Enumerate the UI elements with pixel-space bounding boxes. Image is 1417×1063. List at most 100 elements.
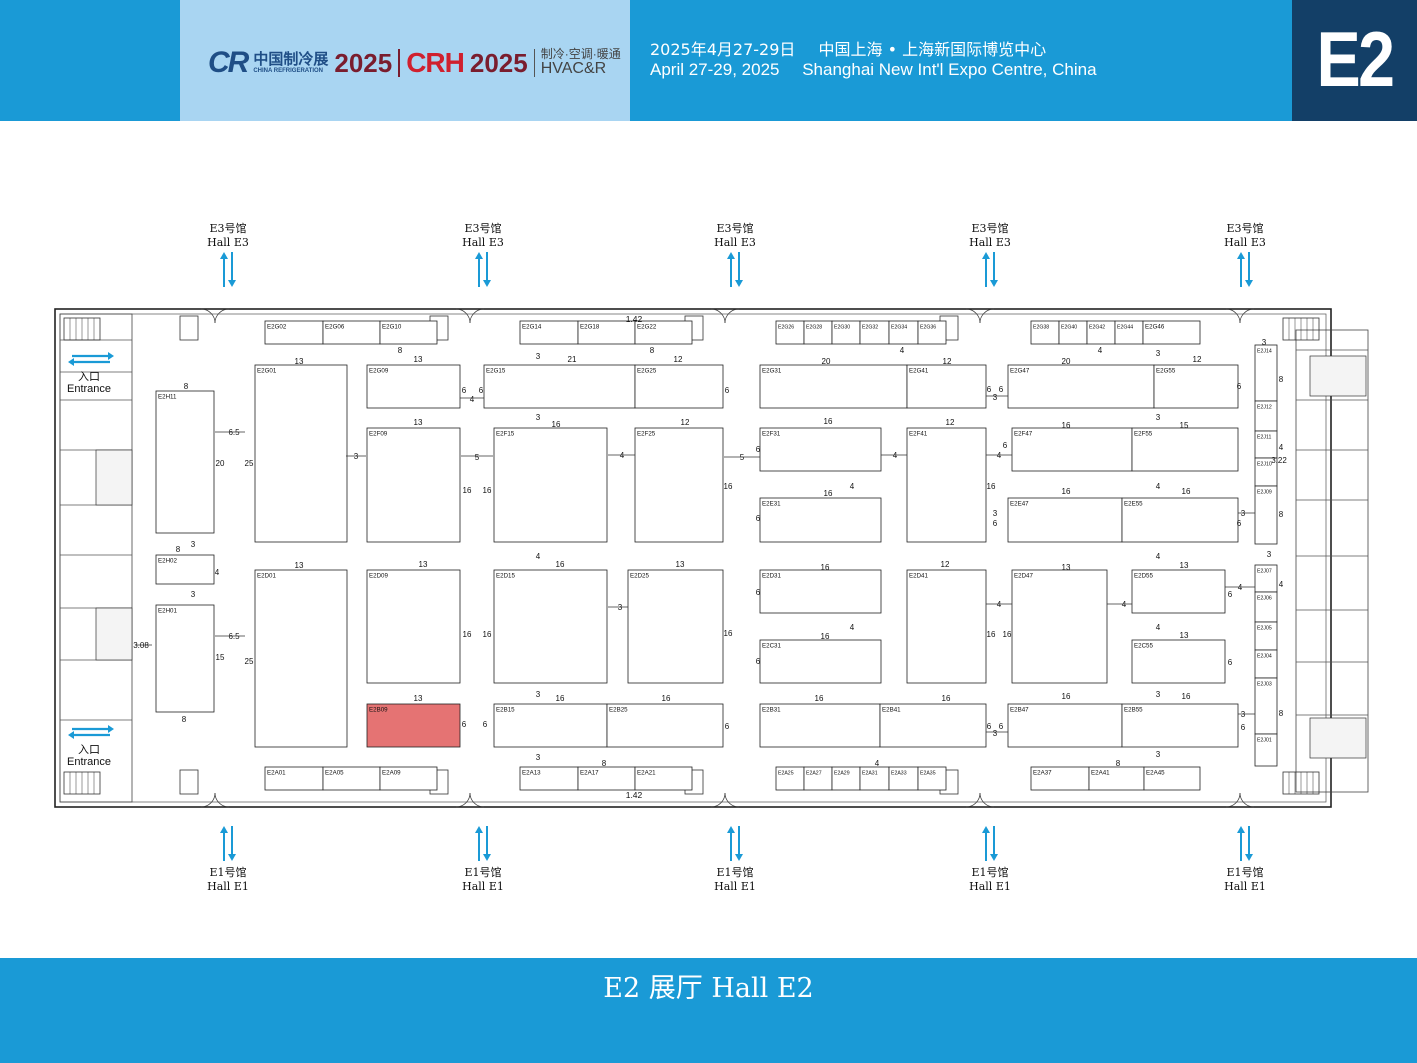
dim-label-22: 6 [479,386,484,395]
booth-e2e55: E2E55 [1121,497,1239,543]
dim-label-65: 6 [756,588,761,597]
dim-label-93: 4 [1156,482,1161,491]
dim-label-23: 4 [470,395,475,404]
link-bottom-cn: E1号馆 [464,865,501,879]
booth-rect [155,604,215,713]
booth-rect [1254,485,1278,545]
booth-label: E2J12 [1257,405,1272,411]
arrow-up-head [727,826,735,833]
logo-year-1: 2025 [334,47,393,78]
dim-label-54: 12 [943,357,952,366]
right-service-block [1295,329,1369,793]
arrow-up-head [982,252,990,259]
booth-label: E2G18 [580,324,600,331]
booth-rect [627,569,724,684]
link-bottom-cn: E1号馆 [209,865,246,879]
dim-label-68: 6 [756,657,761,666]
booth-e2g26: E2G26 [775,320,805,345]
booth-e2g34: E2G34 [888,320,919,345]
logo-hvac-en: HVAC&R [540,59,607,77]
dim-label-78: 4 [997,451,1002,460]
link-bottom-cn: E1号馆 [971,865,1008,879]
booth-rect [1254,733,1278,767]
dim-label-50: 16 [724,482,733,491]
booth-e2g14: E2G14 [519,320,579,345]
dim-label-75: 16 [987,482,996,491]
logo-hvac: 制冷·空调·暖通 HVAC&R [541,48,621,77]
dim-label-14: 13 [295,561,304,570]
booth-label: E2J09 [1257,490,1272,496]
dim-label-46: 3 [536,753,541,762]
booth-rect [493,703,608,748]
booth-e2f47: E2F47 [1011,427,1133,472]
logo-divider-2 [533,49,535,77]
link-bottom-en: Hall E1 [207,880,249,893]
booth-label: E2A13 [522,770,541,777]
stair-1 [63,771,101,795]
dim-label-15: 3 [354,452,359,461]
dim-label-11: 25 [245,657,254,666]
dim-label-107: 4 [1238,583,1243,592]
dim-label-2: 25 [245,459,254,468]
arrow-down-head [990,854,998,861]
booth-e2d15: E2D15 [493,569,608,684]
dim-label-69: 16 [815,694,824,703]
booth-label: E2A41 [1091,770,1110,777]
booth-rect [379,766,438,791]
event-logo: CR 中国制冷展 CHINA REFRIGERATION 2025 CRH 20… [208,46,621,80]
booth-label: E2G30 [834,325,850,331]
dim-label-62: 6 [756,514,761,523]
dim-label-99: 4 [1156,552,1161,561]
dim-label-85: 20 [1062,357,1071,366]
door-bot-3 [965,792,981,808]
stair-0 [63,317,101,341]
dim-label-90: 16 [1062,421,1071,430]
dim-label-29: 6 [462,720,467,729]
booth-e2d55: E2D55 [1131,569,1226,614]
booth-label: E2B09 [369,707,388,714]
booth-e2g15: E2G15 [483,364,636,409]
dim-label-87: 3 [1156,349,1161,358]
dim-label-88: 12 [1193,355,1202,364]
booth-e2f25: E2F25 [634,427,724,543]
booth-e2g47: E2G47 [1007,364,1155,409]
door-bot-2 [710,792,726,808]
dim-label-57: 12 [946,418,955,427]
dim-label-76: 3 [993,509,998,518]
booth-rect [634,320,693,345]
booth-label: E2J01 [1257,738,1272,744]
entrance-cn: 入口 [78,743,100,756]
booth-e2a33: E2A33 [888,766,919,791]
booth-e2j05: E2J05 [1254,621,1278,651]
link-top-cn: E3号馆 [971,221,1008,235]
dim-label-7: 3 [191,590,196,599]
booth-e2h02: E2H02 [155,554,215,585]
booth-label: E2G34 [891,325,907,331]
booth-e2a37: E2A37 [1030,766,1090,791]
dim-label-44: 16 [556,694,565,703]
booth-e2j09: E2J09 [1254,485,1278,545]
booth-rect [366,364,461,409]
hall-structure [54,308,1369,808]
booth-label: E2G36 [920,325,936,331]
booth-rect [1011,569,1108,684]
column-top-0 [179,315,199,341]
booth-e2a09: E2A09 [379,766,438,791]
booth-e2a05: E2A05 [322,766,381,791]
booth-e2g55: E2G55 [1153,364,1239,409]
booth-e2a21: E2A21 [634,766,693,791]
booth-e2j07: E2J07 [1254,564,1278,593]
booth-rect [1007,703,1123,748]
booth-rect [1011,427,1133,472]
dim-label-66: 4 [850,623,855,632]
logo-cn: 中国制冷展 CHINA REFRIGERATION [253,52,328,74]
link-top-cn: E3号馆 [716,221,753,235]
booth-label: E2G46 [1145,324,1165,331]
link-bottom-cn: E1号馆 [716,865,753,879]
